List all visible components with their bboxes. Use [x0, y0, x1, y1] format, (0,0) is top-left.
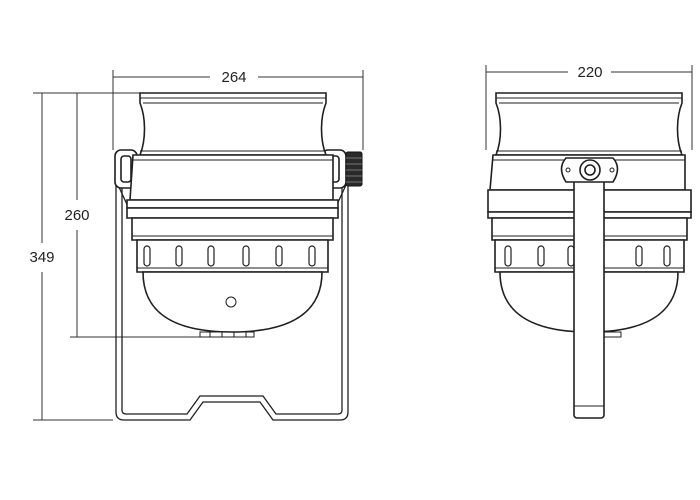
side-width-label: 220 — [577, 64, 602, 81]
front-width-label: 264 — [221, 69, 246, 86]
front-width-dimension: 264 — [112, 69, 364, 150]
body-height-dimension: 260 — [64, 92, 200, 338]
side-yoke-arm — [560, 157, 619, 419]
front-housing — [126, 92, 339, 338]
front-knob — [345, 151, 363, 187]
front-view: 264 260 349 — [29, 69, 364, 421]
side-width-dimension: 220 — [485, 64, 693, 150]
total-height-dimension: 349 — [29, 92, 113, 421]
body-height-label: 260 — [64, 207, 89, 224]
total-height-label: 349 — [29, 249, 54, 266]
side-view: 220 — [485, 64, 693, 419]
